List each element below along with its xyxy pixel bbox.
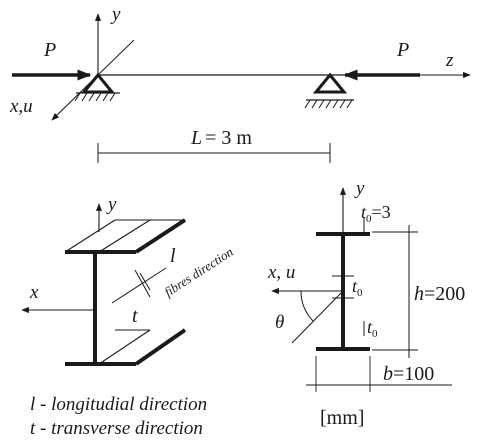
fibre-line-t xyxy=(134,269,151,298)
load-left-label: P xyxy=(43,39,56,61)
transverse-label: t xyxy=(132,305,138,327)
xu-axis-label: x,u xyxy=(9,96,33,117)
section-xu-label: x, u xyxy=(267,262,295,283)
length-label: L= 3 m xyxy=(190,127,252,149)
legend-transverse: t - transverse direction xyxy=(30,418,203,439)
y-axis-label: y xyxy=(110,4,121,25)
diagonal-line xyxy=(97,39,135,76)
units-label: [mm] xyxy=(320,407,364,429)
pin-support xyxy=(80,72,116,94)
theta-label: θ xyxy=(275,312,284,333)
legend-longitudinal: l - longitudial direction xyxy=(30,394,207,415)
t0-web-label: t0 xyxy=(352,276,363,299)
roller-support xyxy=(312,72,348,94)
roller-hatch xyxy=(304,99,353,109)
t0-bottom-label: t0 xyxy=(367,317,378,340)
b-label: b=100 xyxy=(383,363,434,385)
theta-arc xyxy=(300,290,314,322)
fibre-line-l xyxy=(111,267,167,304)
t0-top-label: t0=3 xyxy=(361,202,391,225)
theta-line xyxy=(291,290,344,344)
h-label: h=200 xyxy=(414,283,465,305)
ibeam-x-label: x xyxy=(29,282,39,303)
section-y-label: y xyxy=(354,178,365,199)
section-panel xyxy=(271,187,452,392)
ibeam-panel xyxy=(21,203,187,366)
pin-hatch xyxy=(74,92,116,102)
load-right-label: P xyxy=(396,39,409,61)
ibeam-y-label: y xyxy=(106,194,117,215)
beam-panel xyxy=(12,13,471,163)
z-axis-label: z xyxy=(445,50,454,71)
longitudinal-label: l xyxy=(170,245,176,267)
